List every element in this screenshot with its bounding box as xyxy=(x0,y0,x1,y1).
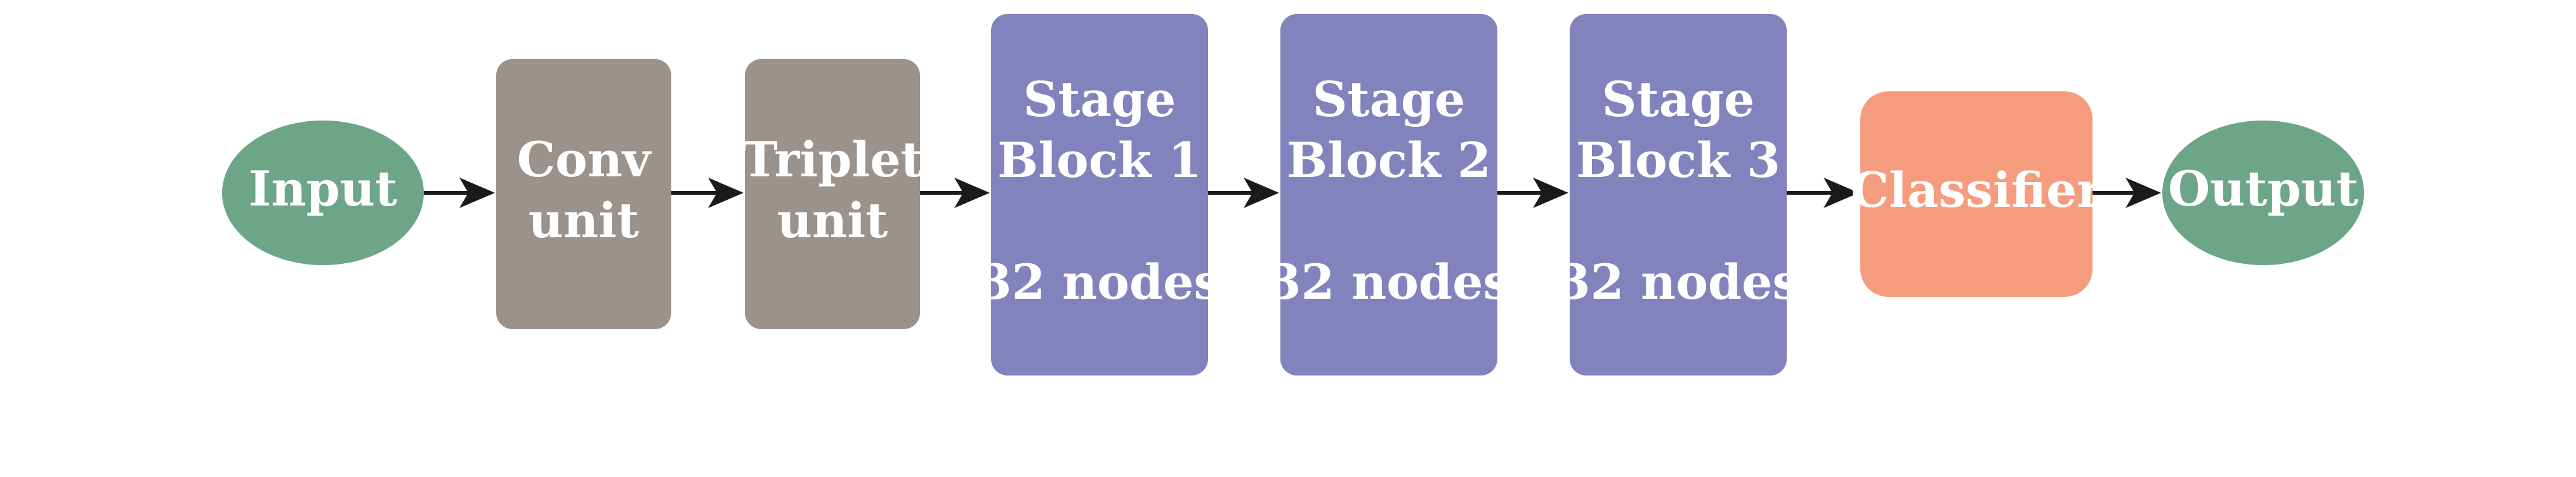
arrow-stage-block-2-to-stage-block-3 xyxy=(1497,178,1568,208)
node-stage-block-1-label-line-4: 32 nodes xyxy=(978,254,1221,310)
node-classifier-label-line-1: Classifier xyxy=(1851,162,2103,218)
edges-layer xyxy=(424,178,2161,208)
node-conv-unit-box xyxy=(496,59,671,329)
node-stage-block-3-label-line-1: Stage xyxy=(1602,71,1755,127)
node-stage-block-3-box xyxy=(1570,14,1787,376)
node-stage-block-2-box xyxy=(1280,14,1497,376)
node-triplet-unit-box xyxy=(745,59,920,329)
node-input-ellipse xyxy=(222,121,424,265)
arrow-input-to-conv-unit xyxy=(424,178,495,208)
arrowhead xyxy=(1244,178,1279,208)
node-stage-block-3-label-line-2: Block 3 xyxy=(1576,132,1780,188)
arrowhead xyxy=(708,178,744,208)
node-stage-block-2-label-line-4: 32 nodes xyxy=(1268,254,1510,310)
node-triplet-unit-label-line-1: Triplet xyxy=(742,131,923,188)
node-input-label-line-1: Input xyxy=(249,160,397,217)
arrow-classifier-to-output xyxy=(2093,178,2161,208)
node-stage-block-2-label-line-1: Stage xyxy=(1313,71,1466,127)
arrowhead xyxy=(954,178,990,208)
arrow-triplet-unit-to-stage-block-1 xyxy=(920,178,990,208)
node-output-label-line-1: Output xyxy=(2168,160,2358,217)
arrow-stage-block-1-to-stage-block-2 xyxy=(1208,178,1279,208)
arrowhead xyxy=(1533,178,1568,208)
arrow-conv-unit-to-triplet-unit xyxy=(671,178,744,208)
arrow-stage-block-3-to-classifier xyxy=(1787,178,1859,208)
arrowhead xyxy=(1824,178,1859,208)
node-classifier-box xyxy=(1860,91,2093,297)
node-conv-unit-label-line-1: Conv xyxy=(517,131,652,188)
node-conv-unit-label-line-2: unit xyxy=(529,192,640,249)
arrowhead xyxy=(459,178,495,208)
node-stage-block-2-label-line-2: Block 2 xyxy=(1287,132,1491,188)
node-stage-block-1-box xyxy=(991,14,1208,376)
node-stage-block-3-label-line-4: 32 nodes xyxy=(1557,254,1799,310)
node-output-ellipse xyxy=(2162,121,2364,265)
node-triplet-unit-label-line-2: unit xyxy=(777,192,888,249)
node-stage-block-1-label-line-2: Block 1 xyxy=(997,132,1202,188)
arrowhead xyxy=(2126,178,2161,208)
node-input: Input xyxy=(222,121,424,265)
node-stage-block-1-label-line-1: Stage xyxy=(1023,71,1176,127)
node-classifier: Classifier xyxy=(1851,91,2103,297)
node-output: Output xyxy=(2162,121,2364,265)
